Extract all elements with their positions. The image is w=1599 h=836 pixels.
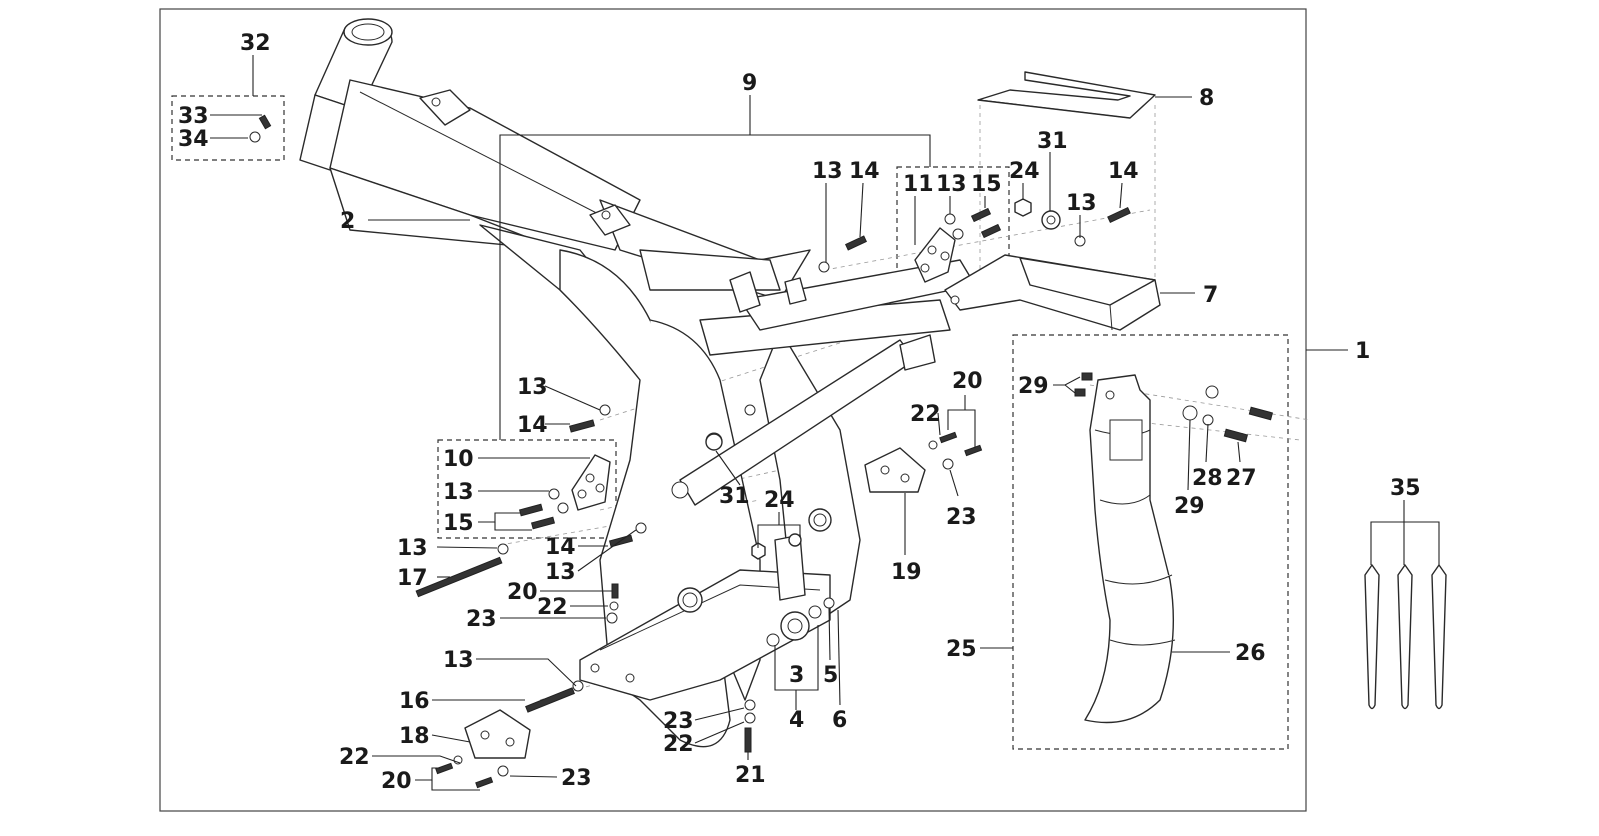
callout-33: 33: [178, 104, 209, 129]
skid-plate: [1084, 374, 1176, 724]
callout-18: 18: [399, 724, 430, 749]
callout-30: 29: [1018, 374, 1049, 399]
callout-3: 3: [789, 663, 804, 688]
callout-13-h: 13: [443, 648, 474, 673]
callout-19: 19: [891, 560, 922, 585]
callout-22-a: 22: [537, 595, 568, 620]
callout-21: 21: [735, 763, 766, 788]
cable-ties: [1364, 564, 1447, 710]
subassembly-box-10: [437, 439, 617, 539]
rear-subframe: [944, 254, 1161, 331]
callout-labels: 32 33 34 2 9 8 7 1 13 14 11 13 15 24 31 …: [178, 31, 1421, 794]
callout-35: 35: [1390, 476, 1421, 501]
callout-28: 28: [1192, 466, 1223, 491]
callout-23-d: 23: [946, 505, 977, 530]
callout-20-b: 20: [381, 769, 412, 794]
callout-27: 27: [1226, 466, 1257, 491]
engine-mount-plate-11: [914, 227, 956, 283]
callout-23-c: 23: [663, 709, 694, 734]
callout-15-a: 15: [971, 172, 1002, 197]
callout-31-a: 31: [1037, 129, 1068, 154]
callout-15-b: 15: [443, 511, 474, 536]
subassembly-box-32: [171, 95, 285, 161]
callout-26: 26: [1235, 641, 1266, 666]
decal-sticker: [977, 71, 1156, 119]
callout-13-a: 13: [812, 159, 843, 184]
callout-16: 16: [399, 689, 430, 714]
leader-lines: [210, 55, 1440, 791]
bracket-18: [464, 709, 531, 759]
callout-14-b: 14: [1108, 159, 1139, 184]
callout-4: 4: [789, 708, 804, 733]
bolts: [258, 114, 1274, 789]
callout-22-d: 22: [910, 402, 941, 427]
callout-10: 10: [443, 447, 474, 472]
callout-6: 6: [832, 708, 847, 733]
callout-8: 8: [1199, 86, 1214, 111]
callout-25: 25: [946, 637, 977, 662]
callout-13-b: 13: [936, 172, 967, 197]
callout-29: 29: [1174, 494, 1205, 519]
callout-5: 5: [823, 663, 838, 688]
callout-14-c: 14: [517, 413, 548, 438]
callout-22-c: 22: [663, 732, 694, 757]
callout-31-b: 31: [719, 484, 750, 509]
callout-22-b: 22: [339, 745, 370, 770]
assembly-frame: [159, 8, 1307, 812]
callout-13-e: 13: [443, 480, 474, 505]
callout-34: 34: [178, 127, 209, 152]
engine-mount-plate-10: [571, 454, 611, 511]
main-frame: [299, 18, 976, 748]
callout-13-f: 13: [397, 536, 428, 561]
callout-24-a: 24: [1009, 159, 1040, 184]
callout-20-c: 20: [952, 369, 983, 394]
callout-20-a: 20: [507, 580, 538, 605]
callout-13-d: 13: [517, 375, 548, 400]
callout-7: 7: [1203, 283, 1218, 308]
callout-13-c: 13: [1066, 191, 1097, 216]
callout-2: 2: [340, 209, 355, 234]
callout-1: 1: [1355, 339, 1370, 364]
callout-11: 11: [903, 172, 934, 197]
callout-24-b: 24: [764, 488, 795, 513]
washers-nuts: [249, 131, 1219, 777]
callout-9: 9: [742, 71, 757, 96]
subassembly-box-25: [1012, 334, 1289, 750]
callout-23-b: 23: [561, 766, 592, 791]
callout-13-g: 13: [545, 560, 576, 585]
callout-23-a: 23: [466, 607, 497, 632]
callout-14-d: 14: [545, 535, 576, 560]
bracket-19: [864, 447, 926, 493]
callout-14-a: 14: [849, 159, 880, 184]
callout-32: 32: [240, 31, 271, 56]
callout-17: 17: [397, 566, 428, 591]
